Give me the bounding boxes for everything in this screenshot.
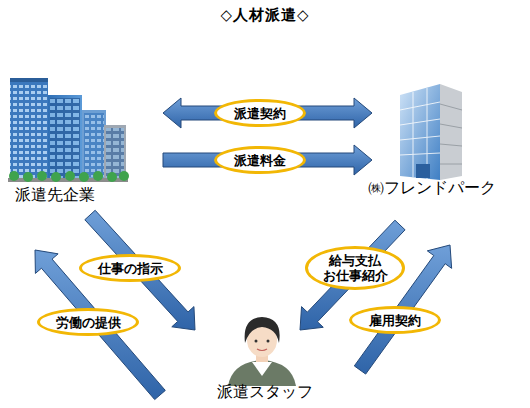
node-label: 派遣スタッフ <box>200 382 330 402</box>
agency-company: ㈱フレンドパーク <box>365 70 525 210</box>
edge-label-oval: 給与支払 お仕事紹介 <box>305 246 405 290</box>
flow-arrow <box>163 145 372 175</box>
diagram-title: ◇人材派遣◇ <box>0 6 530 25</box>
staff-member: 派遣スタッフ <box>200 318 330 406</box>
office-building <box>400 84 462 180</box>
staff-person <box>228 317 296 386</box>
edge-label-oval: 派遣料金 <box>214 146 306 174</box>
client-company: 派遣先企業 <box>5 70 155 210</box>
edge-label-oval: 仕事の指示 <box>79 254 181 282</box>
node-label: ㈱フレンドパーク <box>368 178 525 198</box>
edge-label-oval: 労働の提供 <box>37 308 139 336</box>
office-buildings <box>8 78 129 182</box>
edge-label-oval: 派遣契約 <box>214 99 306 127</box>
node-label: 派遣先企業 <box>15 185 155 205</box>
edge-label-oval: 雇用契約 <box>349 306 441 334</box>
flow-arrow <box>163 98 372 128</box>
